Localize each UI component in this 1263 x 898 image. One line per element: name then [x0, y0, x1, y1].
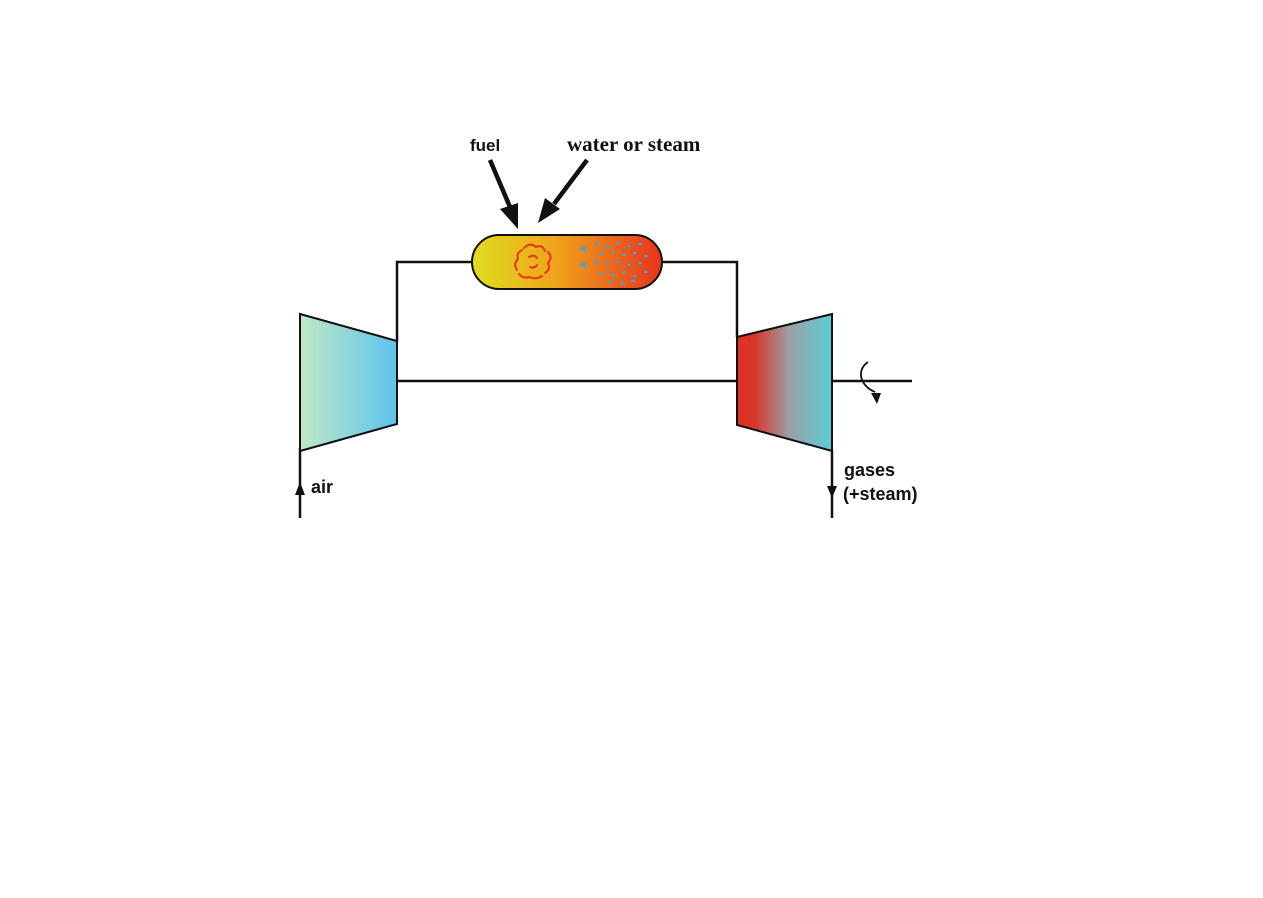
- compressor-to-combustor-duct: [395, 260, 472, 342]
- gases-label: gases: [844, 460, 895, 480]
- air-inlet-arrowhead: [295, 482, 305, 495]
- water-or-steam-label: water or steam: [567, 132, 701, 156]
- water-droplets-icon: [578, 241, 648, 285]
- water-steam-arrow: [538, 158, 589, 223]
- exhaust-arrowhead: [827, 486, 837, 498]
- fuel-arrow: [487, 159, 518, 229]
- rotation-arrow-icon: [860, 361, 881, 404]
- steam-note-label: (+steam): [843, 484, 918, 504]
- flame-icon: [514, 243, 552, 280]
- compressor: [299, 312, 398, 453]
- turbine: [736, 312, 833, 453]
- air-label: air: [311, 477, 333, 497]
- fuel-label: fuel: [470, 136, 500, 155]
- combustor-to-turbine-duct: [662, 260, 739, 337]
